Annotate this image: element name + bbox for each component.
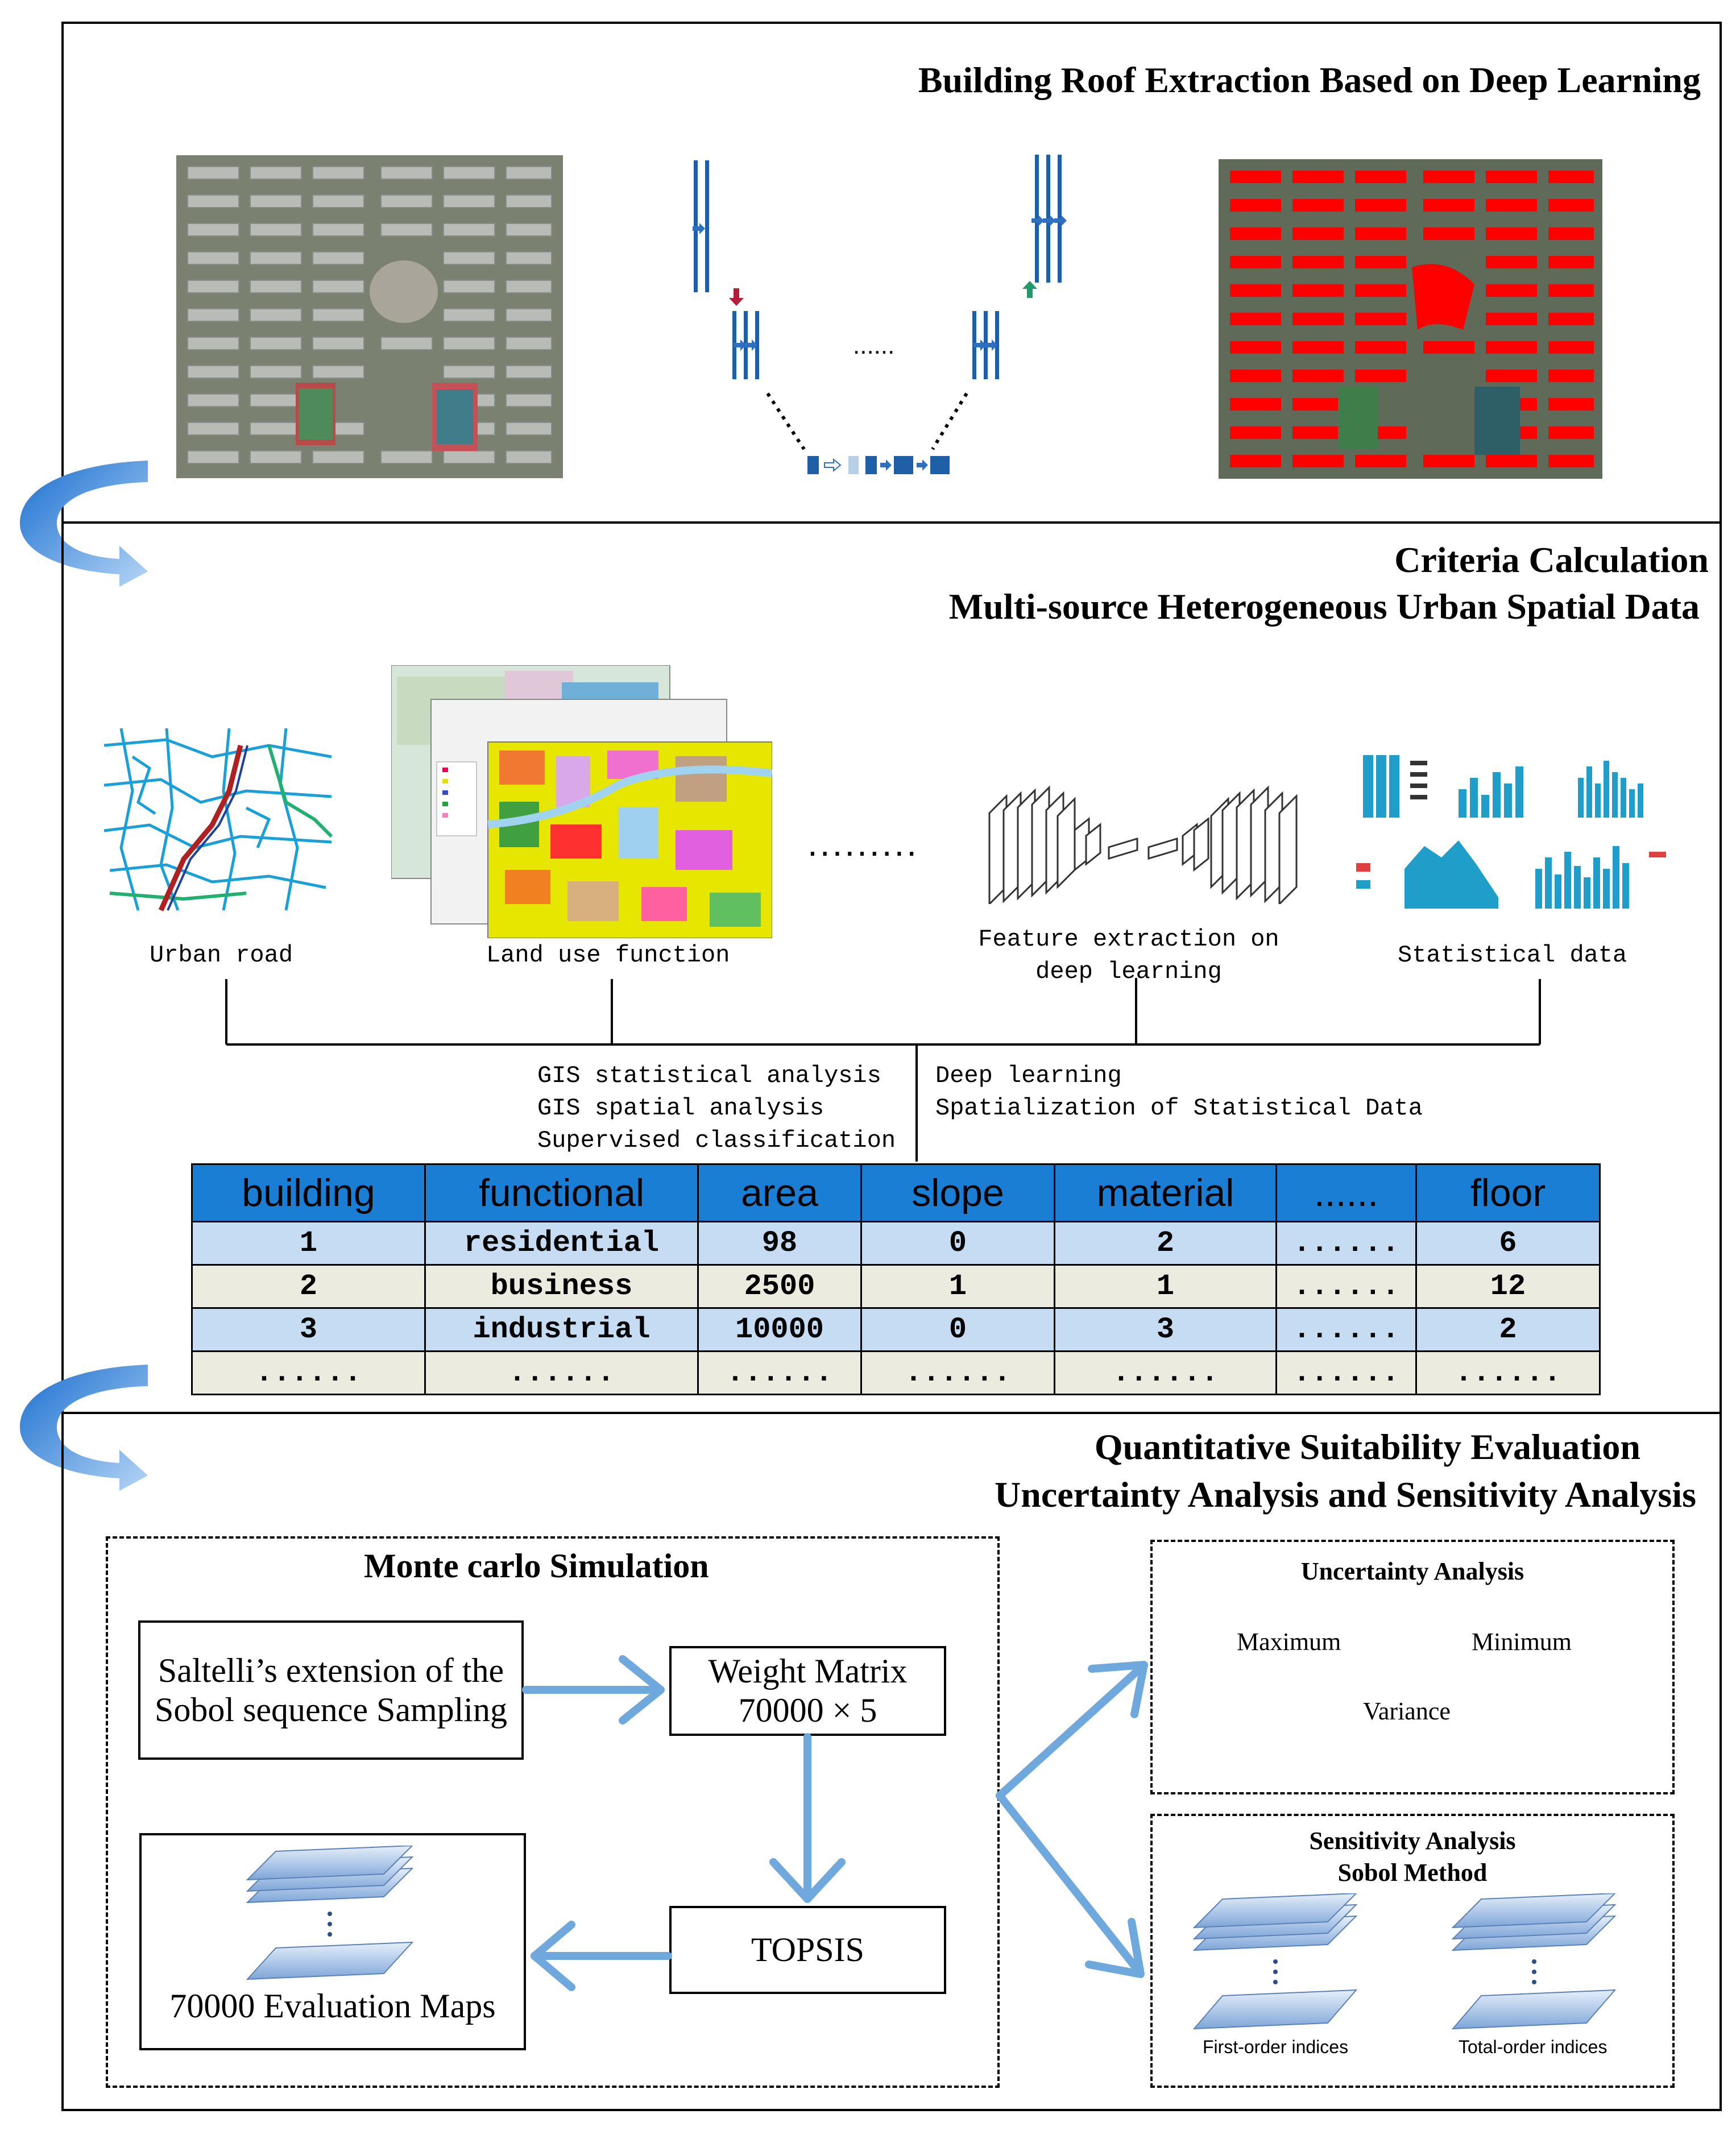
table-row: 3 industrial 10000 0 3 ...... 2: [191, 1307, 1601, 1352]
uncertainty-title: Uncertainty Analysis: [1300, 1557, 1524, 1585]
first-order-stack-icon: [1192, 1893, 1358, 2030]
table-cell: ......: [697, 1350, 862, 1395]
total-order-stack-icon: [1451, 1893, 1617, 2030]
evaluation-maps-label: 70000 Evaluation Maps: [169, 1987, 496, 2025]
table-cell: business: [424, 1264, 699, 1309]
feature-extraction-diagram: [988, 785, 1298, 904]
statistical-charts: [1350, 744, 1675, 914]
table-header-row: building functional area slope material …: [191, 1163, 1601, 1222]
table-cell: 98: [697, 1221, 862, 1266]
table-cell: 2: [1054, 1221, 1277, 1266]
curved-arrow-2-icon: [20, 1365, 148, 1491]
first-order-label: First-order indices: [1203, 2037, 1349, 2057]
table-cell: 0: [860, 1307, 1055, 1352]
curved-arrow-1-icon: [20, 461, 148, 587]
uncertainty-variance: Variance: [1363, 1697, 1451, 1725]
section3-title-line2: Uncertainty Analysis and Sensitivity Ana…: [995, 1474, 1696, 1515]
table-cell: ......: [1275, 1350, 1417, 1395]
table-cell: 12: [1415, 1264, 1601, 1309]
table-cell: ......: [1275, 1307, 1417, 1352]
sensitivity-title-line2: Sobol Method: [1337, 1859, 1488, 1887]
evaluation-maps-box: 70000 Evaluation Maps: [139, 1833, 526, 2050]
table-cell: 6: [1415, 1221, 1601, 1266]
section2-title-line2: Multi-source Heterogeneous Urban Spatial…: [948, 586, 1700, 627]
sources-dots: .........: [807, 823, 919, 864]
table-cell: 1: [1054, 1264, 1277, 1309]
uncertainty-minimum: Minimum: [1472, 1628, 1572, 1656]
table-cell: ......: [424, 1350, 699, 1395]
sampling-line2: Sobol sequence Sampling: [155, 1690, 507, 1728]
table-cell: 10000: [697, 1307, 862, 1352]
sampling-line1: Saltelli’s extension of the: [158, 1651, 504, 1689]
table-row: ...... ...... ...... ...... ...... .....…: [191, 1350, 1601, 1395]
table-cell: 1: [860, 1264, 1055, 1309]
table-cell: ......: [191, 1350, 426, 1395]
criteria-table: building functional area slope material …: [191, 1163, 1601, 1395]
method-right-2: Spatialization of Statistical Data: [935, 1095, 1423, 1122]
table-row: 2 business 2500 1 1 ...... 12: [191, 1264, 1601, 1309]
topsis-label: TOPSIS: [751, 1931, 864, 1968]
weight-line2: 70000 × 5: [738, 1692, 877, 1729]
header-slope: slope: [860, 1163, 1055, 1222]
section3-title-line1: Quantitative Suitability Evaluation: [1094, 1427, 1640, 1467]
weight-line1: Weight Matrix: [708, 1652, 908, 1690]
table-cell: industrial: [424, 1307, 699, 1352]
table-cell: 2: [1415, 1307, 1601, 1352]
table-cell: residential: [424, 1221, 699, 1266]
sensitivity-title-line1: Sensitivity Analysis: [1309, 1827, 1516, 1855]
monte-carlo-box: [106, 1536, 1000, 2088]
panel-evaluation: [61, 1412, 1722, 2111]
header-material: material: [1054, 1163, 1277, 1222]
header-ellipsis: ......: [1275, 1163, 1417, 1222]
header-area: area: [697, 1163, 862, 1222]
label-statistical-data: Statistical data: [1398, 942, 1627, 969]
extracted-roofs-image: [1219, 159, 1602, 479]
header-building: building: [191, 1163, 426, 1222]
label-urban-road: Urban road: [150, 942, 293, 969]
table-cell: ......: [1275, 1221, 1417, 1266]
table-cell: ......: [860, 1350, 1055, 1395]
table-cell: 0: [860, 1221, 1055, 1266]
section1-title: Building Roof Extraction Based on Deep L…: [918, 60, 1701, 100]
method-left-2: GIS spatial analysis: [537, 1095, 825, 1122]
table-cell: ......: [1054, 1350, 1277, 1395]
method-left-3: Supervised classification: [537, 1127, 896, 1154]
urban-road-map: [98, 723, 337, 916]
land-use-maps: [391, 665, 772, 938]
unet-ellipsis: ......: [853, 331, 894, 359]
uncertainty-box: [1150, 1540, 1675, 1794]
table-cell: 1: [191, 1221, 426, 1266]
method-left-1: GIS statistical analysis: [537, 1062, 881, 1089]
table-cell: 3: [1054, 1307, 1277, 1352]
layer-stack-icon: [246, 1846, 414, 1980]
source-connectors: [225, 978, 1541, 1162]
sensitivity-box: [1150, 1814, 1675, 2088]
unet-diagram: ......: [693, 155, 1067, 474]
satellite-image: [176, 155, 563, 478]
header-functional: functional: [424, 1163, 699, 1222]
header-floor: floor: [1415, 1163, 1601, 1222]
table-cell: 2: [191, 1264, 426, 1309]
method-right-1: Deep learning: [935, 1062, 1122, 1089]
table-cell: ......: [1275, 1264, 1417, 1309]
label-feature-extraction: Feature extraction on deep learning: [978, 926, 1279, 985]
table-cell: ......: [1415, 1350, 1601, 1395]
monte-carlo-title: Monte carlo Simulation: [364, 1547, 709, 1585]
table-cell: 2500: [697, 1264, 862, 1309]
table-cell: 3: [191, 1307, 426, 1352]
uncertainty-maximum: Maximum: [1237, 1628, 1341, 1656]
topsis-box: TOPSIS: [669, 1906, 946, 1994]
label-land-use: Land use function: [486, 942, 730, 969]
table-row: 1 residential 98 0 2 ...... 6: [191, 1221, 1601, 1266]
total-order-label: Total-order indices: [1459, 2037, 1607, 2057]
section2-title-line1: Criteria Calculation: [1394, 540, 1709, 580]
sampling-box: Saltelli’s extension of the Sobol sequen…: [138, 1620, 524, 1760]
